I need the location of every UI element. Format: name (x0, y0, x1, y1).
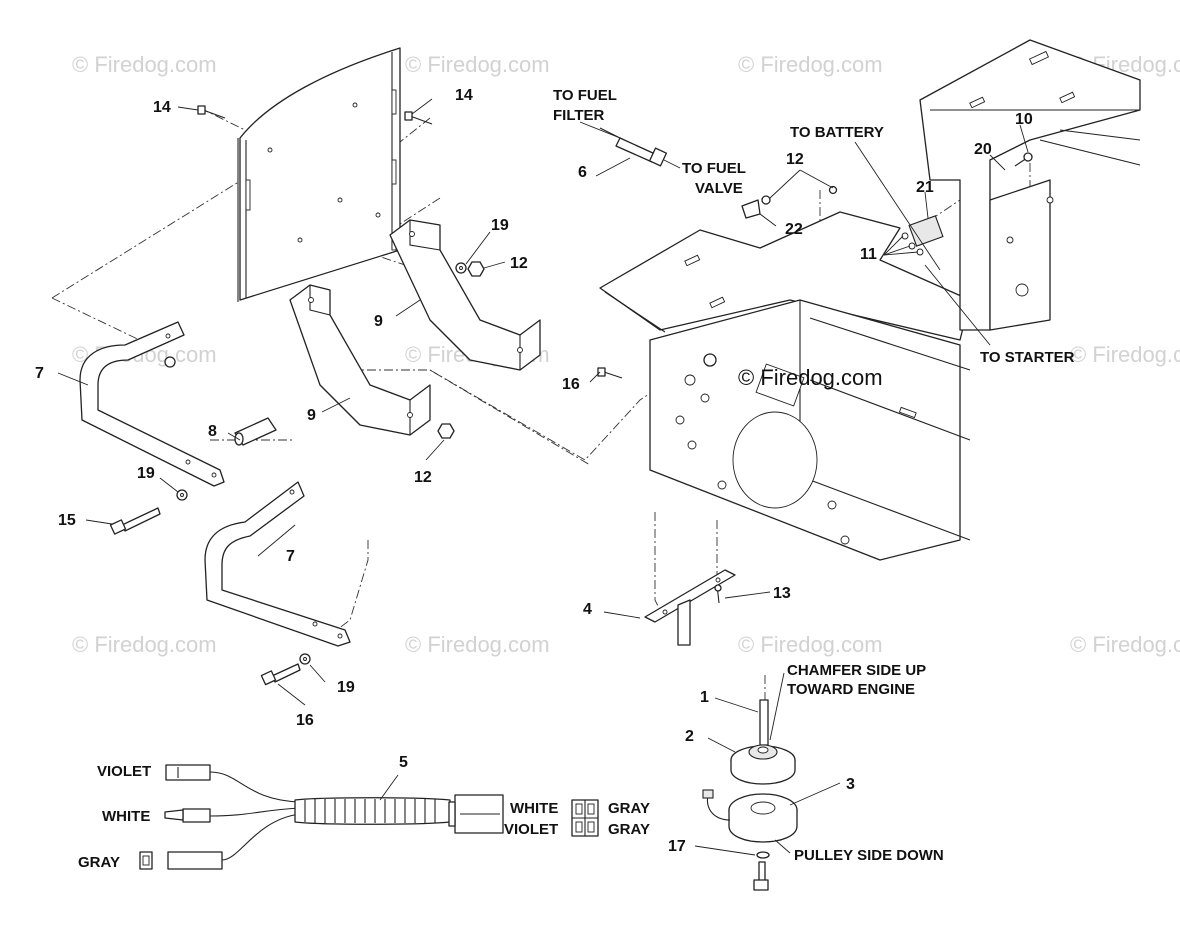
part-label-7: 7 (286, 548, 295, 565)
watermark: © Firedog.com (1070, 632, 1180, 657)
part-label-3: 3 (846, 776, 855, 793)
part-label-9: 9 (374, 313, 383, 330)
part-label-6: 6 (578, 164, 587, 181)
part-label-17: 17 (668, 838, 686, 855)
fuel-filter-label: TO FUEL (553, 87, 617, 104)
part-label-12: 12 (786, 151, 804, 168)
part-label-15: 15 (58, 512, 76, 529)
bracket-9-left (289, 284, 431, 436)
hardware-small (164, 261, 485, 665)
bracket-9-right (389, 219, 541, 371)
part-label-14: 14 (153, 99, 171, 116)
part-label-20: 20 (974, 141, 992, 158)
wire-color-label: VIOLET (97, 763, 151, 780)
callout-labels: TO FUEL FILTER TO FUEL VALVE TO BATTERY … (553, 87, 1075, 864)
part-number-labels: 14 14 6 12 22 10 20 21 11 19 12 9 9 12 7… (35, 87, 1033, 855)
connector-pin-label: GRAY (608, 800, 650, 817)
part-label-21: 21 (916, 179, 934, 196)
wiring-labels: VIOLET WHITE GRAY WHITE VIOLET GRAY GRAY (78, 763, 650, 871)
bolt-14-left (197, 105, 226, 119)
battery-label: TO BATTERY (790, 124, 884, 141)
part-label-19: 19 (137, 465, 155, 482)
bracket-4 (644, 569, 736, 646)
bolt-14-right (404, 111, 433, 125)
fuel-valve-label: TO FUEL (682, 160, 746, 177)
wire-harness (139, 764, 599, 870)
part-label-13: 13 (773, 585, 791, 602)
part-label-12: 12 (414, 469, 432, 486)
part-label-1: 1 (700, 689, 709, 706)
wire-color-label: GRAY (78, 854, 120, 871)
part-label-5: 5 (399, 754, 408, 771)
chamfer-label: TOWARD ENGINE (787, 681, 915, 698)
fuel-filter-label: FILTER (553, 107, 605, 124)
part-label-19: 19 (491, 217, 509, 234)
watermark: © Firedog.com (1070, 342, 1180, 367)
starter-label: TO STARTER (980, 349, 1075, 366)
leader-lines (57, 98, 1029, 856)
part-label-22: 22 (785, 221, 803, 238)
watermark: © Firedog.com (72, 632, 217, 657)
backing-panel (237, 47, 401, 302)
watermark: © Firedog.com (72, 52, 217, 77)
part-label-2: 2 (685, 728, 694, 745)
part-label-9: 9 (307, 407, 316, 424)
fuel-line (599, 127, 668, 167)
spacer-8 (234, 417, 277, 446)
part-label-12: 12 (510, 255, 528, 272)
bumper-bar-7-top (79, 321, 225, 487)
connector-pin-label: GRAY (608, 821, 650, 838)
part-label-19: 19 (337, 679, 355, 696)
part-label-16: 16 (296, 712, 314, 729)
chamfer-label: CHAMFER SIDE UP (787, 662, 926, 679)
part-label-14: 14 (455, 87, 473, 104)
chassis-frame (597, 39, 1141, 561)
pulley-side-label: PULLEY SIDE DOWN (794, 847, 944, 864)
bolt-15 (109, 507, 161, 535)
part-label-7: 7 (35, 365, 44, 382)
fuel-valve-label: VALVE (695, 180, 743, 197)
pto-clutch (702, 699, 798, 891)
watermark: © Firedog.com (405, 52, 550, 77)
bumper-bar-7-low (204, 481, 351, 647)
part-label-16: 16 (562, 376, 580, 393)
bolt-16-low (260, 663, 301, 686)
connector-pin-label: VIOLET (504, 821, 558, 838)
part-label-11: 11 (860, 246, 877, 263)
connector-pin-label: WHITE (510, 800, 558, 817)
center-watermark: © Firedog.com (738, 365, 883, 390)
part-label-10: 10 (1015, 111, 1033, 128)
watermark: © Firedog.com (738, 52, 883, 77)
part-label-8: 8 (208, 423, 217, 440)
part-label-4: 4 (583, 601, 592, 618)
watermark: © Firedog.com (405, 632, 550, 657)
watermark: © Firedog.com (738, 632, 883, 657)
wire-color-label: WHITE (102, 808, 150, 825)
